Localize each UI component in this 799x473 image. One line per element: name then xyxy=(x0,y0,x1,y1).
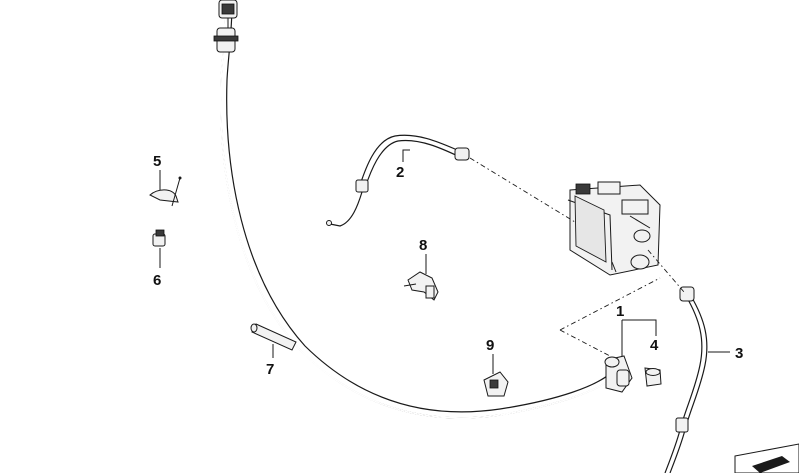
leader-lines xyxy=(159,149,730,374)
callout-9: 9 xyxy=(486,337,494,354)
main-cable-top-connector xyxy=(213,0,239,53)
part-5-clip xyxy=(149,176,182,207)
callout-7: 7 xyxy=(266,361,274,378)
callout-3: 3 xyxy=(735,345,743,362)
part-4-cap xyxy=(644,367,662,387)
control-unit-module xyxy=(567,181,661,276)
part-9-holder xyxy=(483,371,509,397)
callout-6: 6 xyxy=(153,272,161,289)
part-1-elbow-connector xyxy=(604,355,633,393)
callout-1: 1 xyxy=(616,303,624,320)
callout-8: 8 xyxy=(419,237,427,254)
part-2-cable xyxy=(326,134,470,227)
part-3-cable xyxy=(664,286,708,473)
thumbnail-icon xyxy=(734,443,799,473)
part-8-bracket xyxy=(403,271,439,301)
callout-5: 5 xyxy=(153,153,161,170)
callout-2: 2 xyxy=(396,164,404,181)
part-6-bolt xyxy=(152,229,166,247)
part-7-sleeve xyxy=(250,323,297,351)
callout-4: 4 xyxy=(650,337,659,354)
alignment-lines xyxy=(469,157,685,357)
main-cable xyxy=(219,9,616,419)
